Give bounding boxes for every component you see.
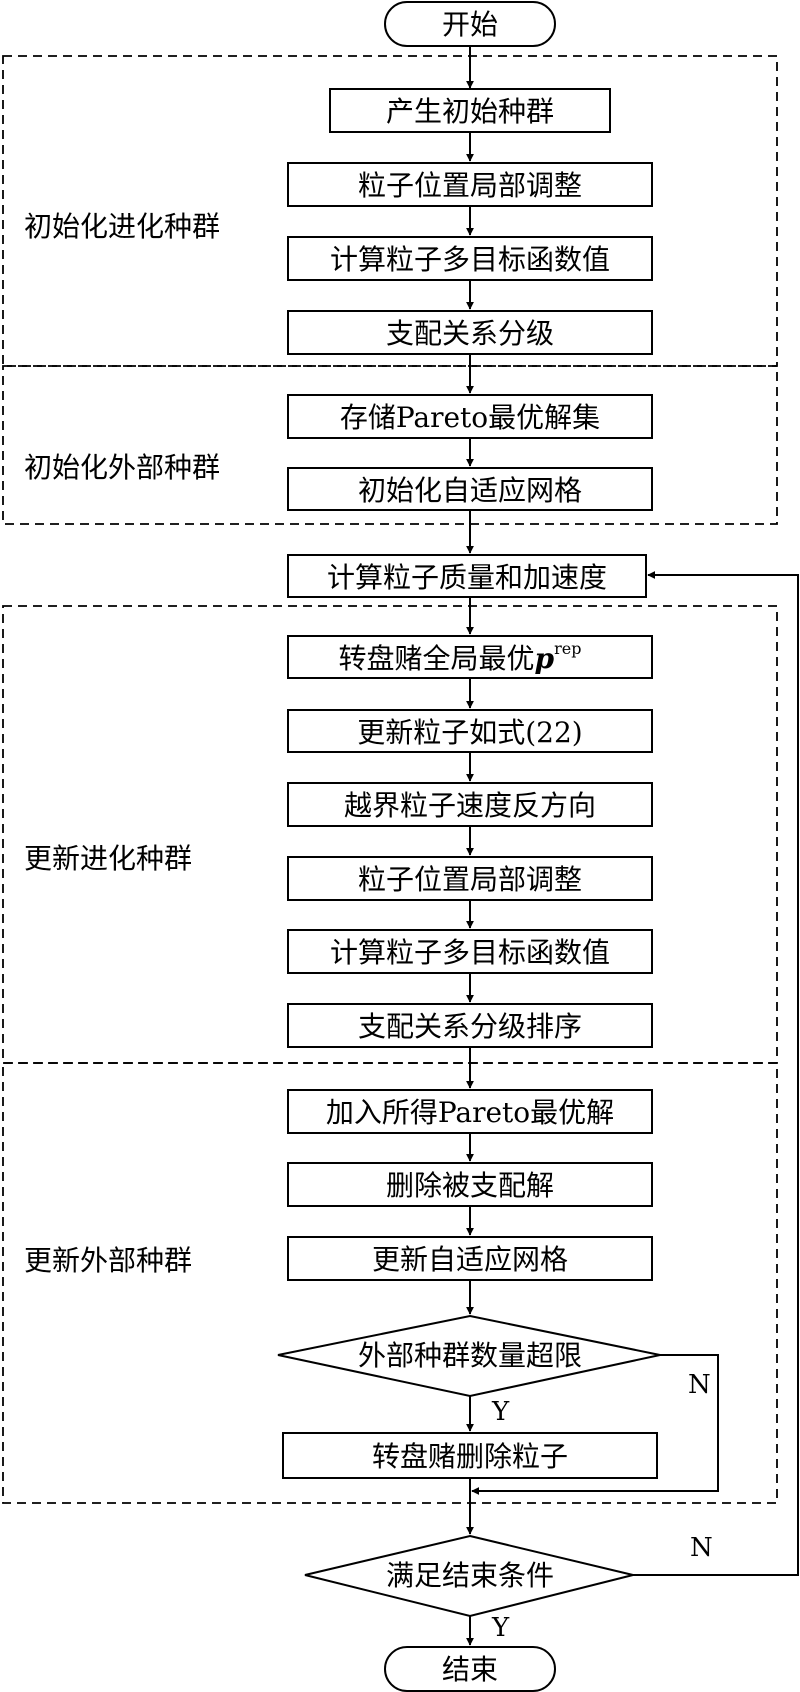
group-init-external-label: 初始化外部种群	[24, 451, 220, 484]
group-update-evolution-label: 更新进化种群	[24, 842, 192, 875]
local-adjust-2-label: 粒子位置局部调整	[358, 863, 582, 896]
calc-objectives-2-box	[287, 929, 653, 974]
endcheck-yes-label: Y	[491, 1613, 510, 1643]
edge-overflow-no	[471, 1354, 719, 1495]
update-particles-label: 更新粒子如式(22)	[357, 716, 582, 749]
endcheck-no-label: N	[690, 1533, 713, 1563]
roulette-global-best-text: 转盘赌全局最优	[339, 642, 535, 675]
roulette-delete-box	[282, 1432, 658, 1479]
add-pareto-box	[287, 1089, 653, 1134]
reverse-velocity-label: 越界粒子速度反方向	[344, 789, 596, 822]
start-terminal	[384, 1, 556, 47]
roulette-global-best-label: 转盘赌全局最优prep	[339, 639, 582, 675]
update-particles-box	[287, 709, 653, 753]
roulette-global-best-box	[287, 635, 653, 679]
group-update-external-box	[2, 1062, 778, 1504]
decision-end-label: 满足结束条件	[386, 1559, 554, 1592]
gen-init-pop-label: 产生初始种群	[386, 95, 554, 128]
roulette-global-best-var: p	[535, 642, 555, 675]
local-adjust-1-box	[287, 162, 653, 207]
roulette-delete-label: 转盘赌删除粒子	[372, 1440, 568, 1473]
overflow-no-label: N	[688, 1370, 711, 1400]
calc-objectives-2-label: 计算粒子多目标函数值	[330, 936, 610, 969]
update-grid-box	[287, 1236, 653, 1281]
delete-dominated-box	[287, 1162, 653, 1207]
reverse-velocity-box	[287, 782, 653, 827]
end-terminal	[384, 1646, 556, 1692]
dominance-sort-box	[287, 1003, 653, 1048]
decision-end-diamond	[304, 1534, 634, 1618]
group-init-evolution-label: 初始化进化种群	[24, 210, 220, 243]
calc-objectives-1-label: 计算粒子多目标函数值	[330, 243, 610, 276]
gen-init-pop-box	[329, 88, 611, 133]
local-adjust-1-label: 粒子位置局部调整	[358, 169, 582, 202]
group-init-evolution-box	[2, 55, 778, 367]
dominance-rank-1-box	[287, 310, 653, 355]
group-init-external-box	[2, 365, 778, 525]
group-update-external-label: 更新外部种群	[24, 1244, 192, 1277]
decision-overflow-label: 外部种群数量超限	[358, 1339, 582, 1372]
init-grid-label: 初始化自适应网格	[358, 474, 582, 507]
store-pareto-label: 存储Pareto最优解集	[340, 401, 600, 434]
init-grid-box	[287, 467, 653, 511]
edge-endcheck-no-loop	[633, 571, 799, 1576]
store-pareto-box	[287, 394, 653, 439]
start-label: 开始	[442, 8, 498, 41]
calc-mass-accel-box	[287, 554, 647, 598]
calc-mass-accel-label: 计算粒子质量和加速度	[327, 561, 607, 594]
overflow-yes-label: Y	[491, 1397, 510, 1427]
delete-dominated-label: 删除被支配解	[386, 1169, 554, 1202]
dominance-sort-label: 支配关系分级排序	[358, 1010, 582, 1043]
decision-overflow-diamond	[277, 1314, 661, 1398]
update-grid-label: 更新自适应网格	[372, 1243, 568, 1276]
roulette-global-best-sup: rep	[554, 639, 581, 658]
end-label: 结束	[442, 1653, 498, 1686]
local-adjust-2-box	[287, 856, 653, 901]
add-pareto-label: 加入所得Pareto最优解	[326, 1096, 614, 1129]
dominance-rank-1-label: 支配关系分级	[386, 317, 554, 350]
calc-objectives-1-box	[287, 236, 653, 281]
